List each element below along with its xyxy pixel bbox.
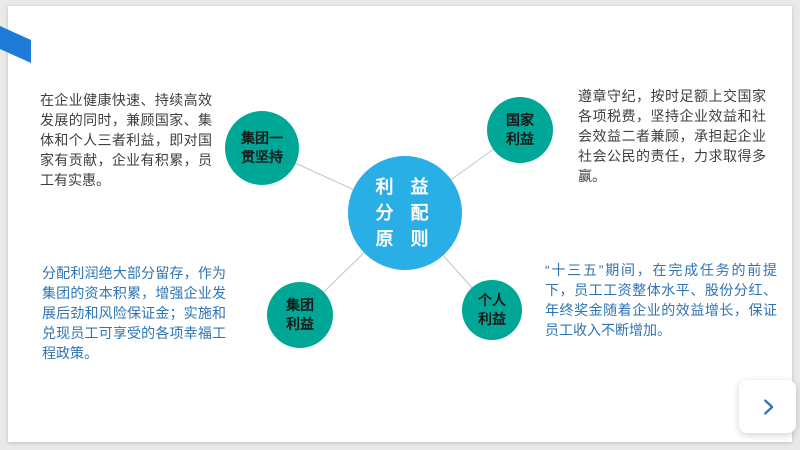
paragraph-bottom-right: “十三五”期间，在完成任务的前提下，员工工资整体水平、股份分红、年终奖金随着企业… bbox=[545, 262, 777, 338]
node-personal-interest: 个人 利益 bbox=[462, 280, 522, 340]
paragraph-top-left: 在企业健康快速、持续高效发展的同时，兼顾国家、集体和个人三者利益，即对国家有贡献… bbox=[40, 92, 212, 188]
node-label-line: 利益 bbox=[286, 316, 314, 332]
node-label-line: 集团一 bbox=[241, 130, 283, 146]
node-label-line: 贯坚持 bbox=[241, 149, 283, 165]
center-topic-line: 分 配 bbox=[375, 203, 435, 223]
node-label-line: 国家 bbox=[506, 112, 534, 128]
paragraph-top-right: 遵章守纪，按时足额上交国家各项税费，坚持企业效益和社会效益二者兼顾，承担起企业社… bbox=[578, 88, 766, 184]
node-group-interest: 集团 利益 bbox=[267, 282, 333, 348]
node-national-interest: 国家 利益 bbox=[487, 97, 553, 163]
node-label-line: 利益 bbox=[506, 131, 534, 147]
chevron-right-icon bbox=[757, 396, 779, 418]
node-group-adherence: 集团一 贯坚持 bbox=[225, 111, 299, 185]
paragraph-bottom-left: 分配利润绝大部分留存，作为集团的资本积累，增强企业发展后劲和风险保证金；实施和兑… bbox=[42, 265, 226, 361]
center-topic-line: 利 益 bbox=[375, 177, 435, 197]
next-button[interactable] bbox=[739, 380, 796, 433]
node-label-line: 个人 bbox=[478, 292, 506, 308]
node-label-line: 集团 bbox=[286, 297, 314, 313]
center-topic-line: 原 则 bbox=[375, 229, 435, 249]
slide: 利 益 分 配 原 则 集团一 贯坚持 国家 利益 集团 利益 个人 利益 在企… bbox=[8, 6, 792, 442]
node-label-line: 利益 bbox=[478, 311, 506, 327]
center-topic-circle: 利 益 分 配 原 则 bbox=[348, 156, 462, 270]
